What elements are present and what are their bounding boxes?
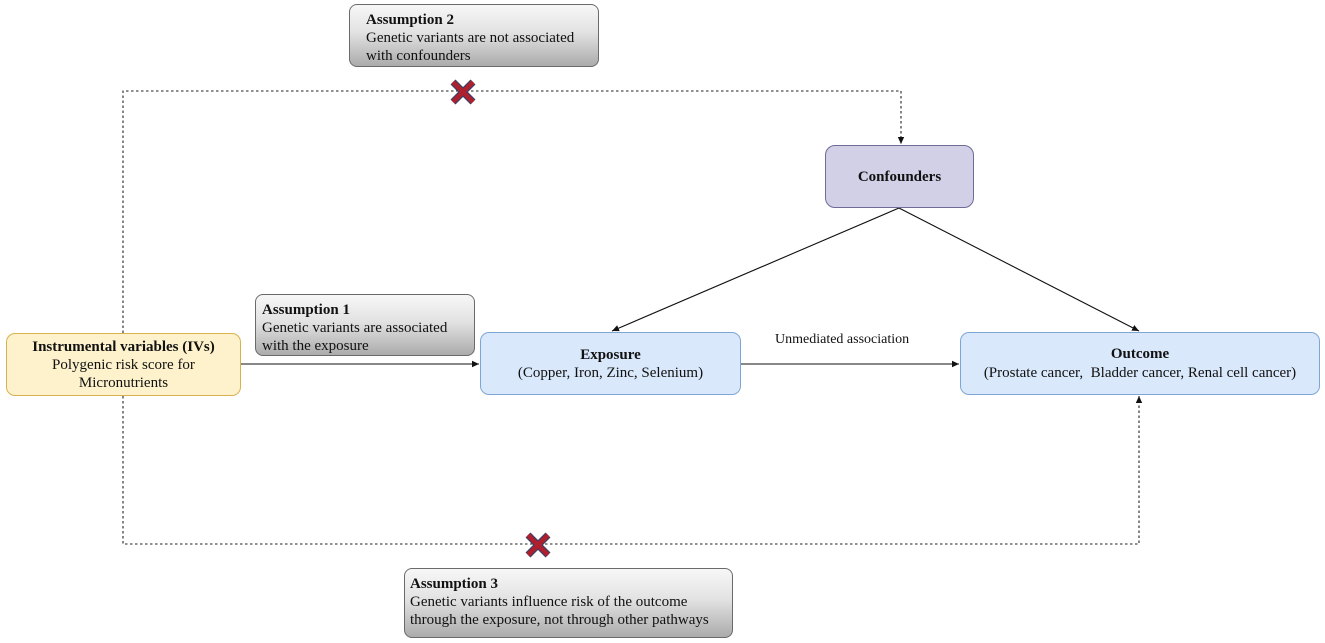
cross-icon bbox=[450, 79, 476, 105]
outcome-node: Outcome (Prostate cancer, Bladder cancer… bbox=[960, 332, 1320, 395]
assumption-2-line-2: with confounders bbox=[366, 48, 471, 64]
assumption-3-line-1: Genetic variants influence risk of the o… bbox=[410, 594, 688, 610]
assumption-1-title: Assumption 1 bbox=[262, 302, 350, 318]
iv-line-1: Polygenic risk score for bbox=[52, 356, 195, 373]
dotted-path-iv-to-confounders bbox=[122, 90, 905, 333]
assumption-1-callout: Assumption 1 Genetic variants are associ… bbox=[255, 294, 475, 356]
unmediated-association-label: Unmediated association bbox=[775, 332, 910, 347]
exposure-node: Exposure (Copper, Iron, Zinc, Selenium) bbox=[480, 332, 741, 395]
exposure-title: Exposure bbox=[580, 346, 641, 363]
arrow-confounders-to-outcome bbox=[898, 207, 1140, 332]
confounders-node: Confounders bbox=[825, 145, 974, 208]
iv-line-2: Micronutrients bbox=[78, 374, 169, 391]
confounders-title: Confounders bbox=[857, 168, 942, 185]
assumption-3-title: Assumption 3 bbox=[410, 576, 498, 592]
assumption-2-callout: Assumption 2 Genetic variants are not as… bbox=[349, 4, 599, 67]
exposure-subtitle: (Copper, Iron, Zinc, Selenium) bbox=[517, 364, 704, 381]
arrow-confounders-to-exposure bbox=[611, 207, 900, 332]
assumption-1-line-2: with the exposure bbox=[262, 338, 369, 354]
assumption-3-line-2: through the exposure, not through other … bbox=[410, 612, 709, 628]
iv-title: Instrumental variables (IVs) bbox=[32, 338, 215, 355]
assumption-1-line-1: Genetic variants are associated bbox=[262, 320, 448, 336]
outcome-subtitle: (Prostate cancer, Bladder cancer, Renal … bbox=[983, 365, 1297, 381]
instrumental-variables-node: Instrumental variables (IVs) Polygenic r… bbox=[6, 333, 241, 396]
assumption-2-title: Assumption 2 bbox=[366, 12, 454, 28]
outcome-title: Outcome bbox=[1110, 346, 1170, 362]
assumption-2-line-1: Genetic variants are not associated bbox=[366, 30, 575, 46]
cross-icon bbox=[525, 532, 551, 558]
assumption-3-callout: Assumption 3 Genetic variants influence … bbox=[404, 568, 733, 638]
dotted-path-iv-to-outcome bbox=[122, 396, 1143, 545]
